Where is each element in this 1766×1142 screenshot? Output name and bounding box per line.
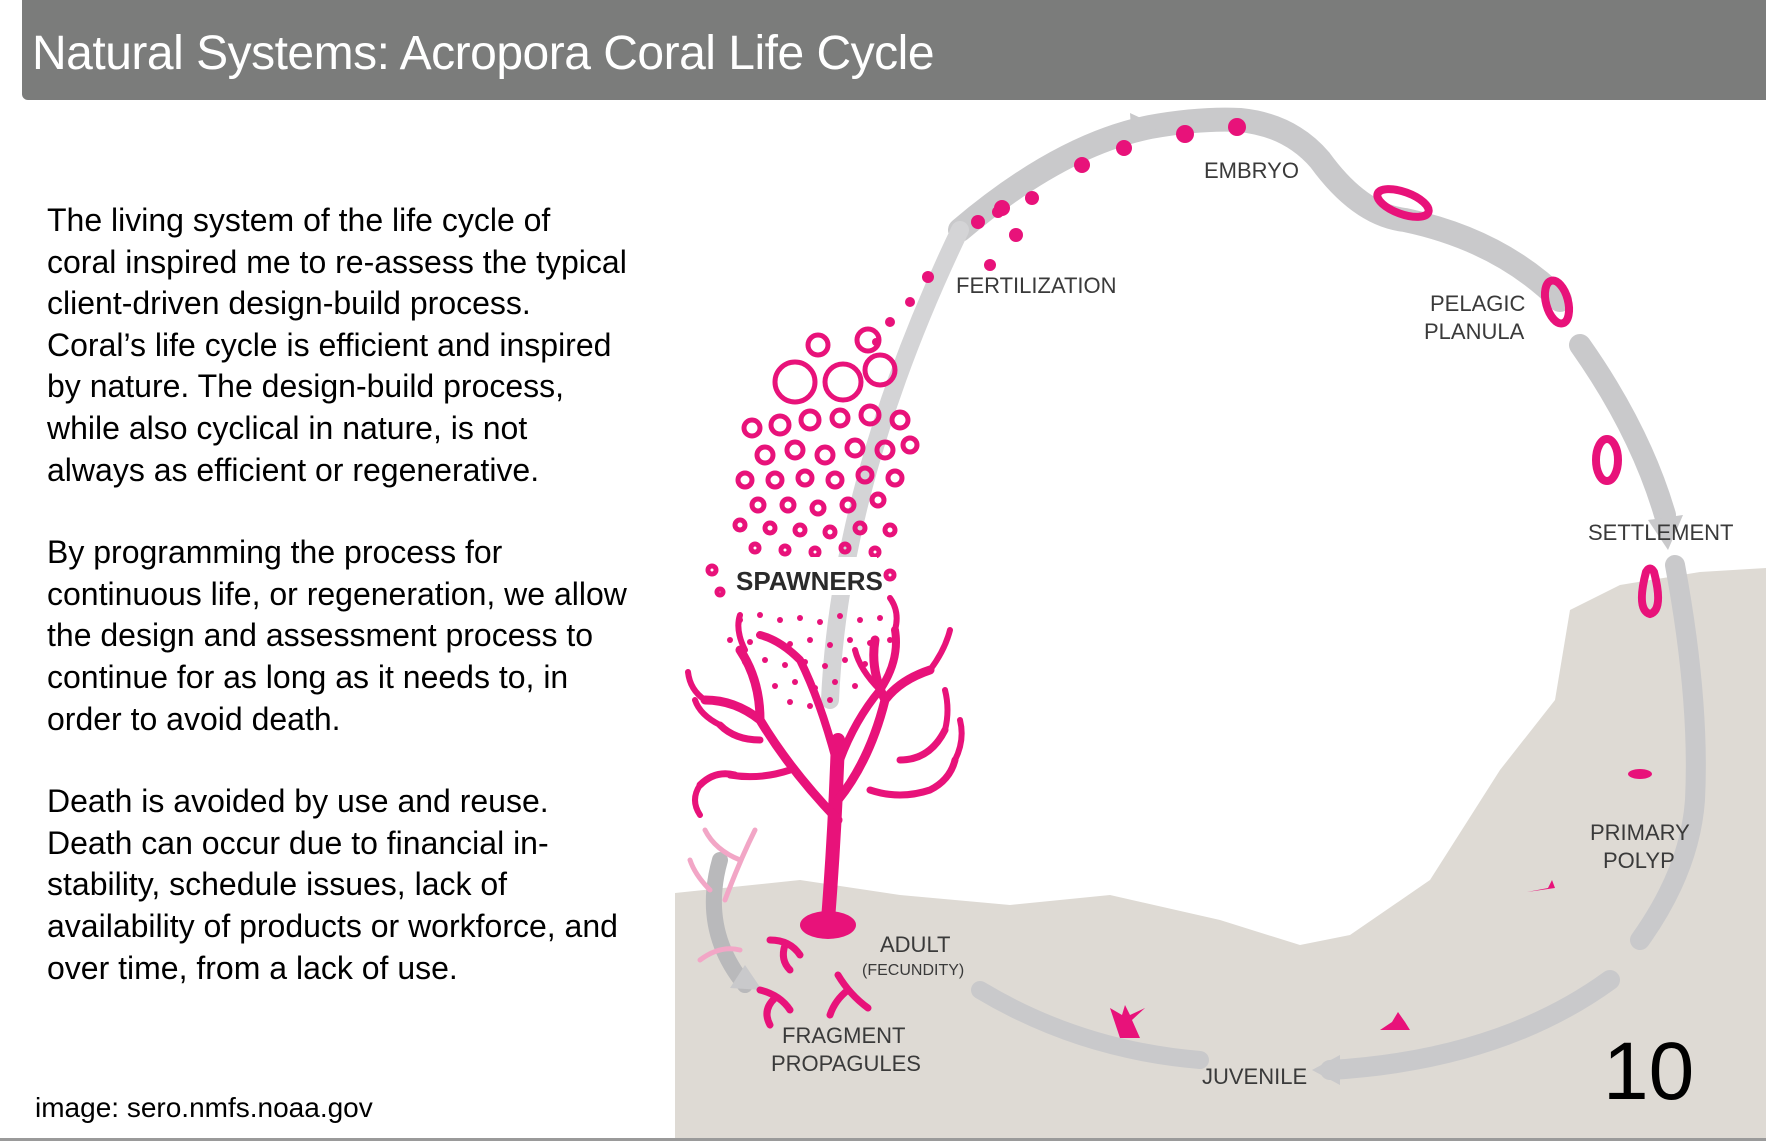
seabed xyxy=(675,568,1766,1138)
image-credit: image: sero.nmfs.noaa.gov xyxy=(35,1092,373,1123)
label-adult: ADULT xyxy=(880,932,951,957)
young-polyp-shape xyxy=(1527,880,1555,892)
spawners-label-box xyxy=(727,557,877,595)
planula-shapes xyxy=(1373,185,1622,485)
title-bar: Natural Systems: Acropora Coral Life Cyc… xyxy=(22,0,1766,100)
cycle-arrows xyxy=(705,107,1706,1080)
paragraph-3: Death is avoided by use and reuse. Death… xyxy=(47,783,618,986)
arrow-head-juvenile xyxy=(1312,1055,1340,1085)
arrow-head-fragment xyxy=(730,965,762,990)
fragment-propagules xyxy=(756,936,872,1029)
label-pelagic: PELAGIC xyxy=(1430,291,1525,316)
spawn-rings xyxy=(705,326,920,598)
spawn-bubbles xyxy=(872,118,1246,346)
arrow-spawn-rise xyxy=(821,221,969,709)
paragraph-1: The living system of the life cycle of c… xyxy=(47,202,627,488)
label-planula: PLANULA xyxy=(1424,319,1525,344)
coral-life-cycle-diagram: EMBRYO FERTILIZATION PELAGIC PLANULA SET… xyxy=(675,107,1766,1138)
arrow-polyp-juvenile xyxy=(1320,970,1620,1080)
primary-polyp-shape xyxy=(1628,769,1652,779)
juvenile-shape-1 xyxy=(1380,1012,1410,1030)
page-number: 10 xyxy=(1603,1026,1695,1117)
faded-coral xyxy=(687,827,758,963)
label-embryo: EMBRYO xyxy=(1204,158,1299,183)
paragraph-2: By programming the process for continuou… xyxy=(47,534,627,737)
drifting-planula-shape xyxy=(1592,435,1622,485)
embryo-shape xyxy=(1373,185,1433,221)
arrow-fragment xyxy=(705,852,753,993)
label-fertilization: FERTILIZATION xyxy=(956,273,1117,298)
arrow-heads xyxy=(730,113,1683,1085)
adult-coral xyxy=(685,595,965,927)
arrow-head-settlement xyxy=(1648,515,1683,550)
arrow-planula-settlement xyxy=(1569,334,1676,526)
arrow-juvenile-adult xyxy=(971,981,1209,1069)
label-spawners: SPAWNERS xyxy=(736,566,883,596)
label-primary: PRIMARY xyxy=(1590,820,1690,845)
arrow-settlement-polyp xyxy=(1630,555,1706,950)
label-fecundity: (FECUNDITY) xyxy=(862,962,964,979)
coral-base xyxy=(800,911,856,939)
spawn-dots xyxy=(727,612,893,709)
juvenile-shape-2 xyxy=(1110,1005,1145,1038)
pelagic-planula-shape xyxy=(1540,276,1574,328)
body-text: The living system of the life cycle of c… xyxy=(47,200,627,1030)
label-settlement: SETTLEMENT xyxy=(1588,520,1733,545)
label-polyp: POLYP xyxy=(1603,848,1675,873)
arrow-head-embryo xyxy=(1130,113,1160,142)
label-juvenile: JUVENILE xyxy=(1202,1064,1307,1089)
bottom-rule xyxy=(0,1138,1766,1141)
slide-title: Natural Systems: Acropora Coral Life Cyc… xyxy=(32,27,935,80)
label-fragment: FRAGMENT xyxy=(782,1023,905,1048)
settlement-shape xyxy=(1637,564,1663,619)
label-propagules: PROPAGULES xyxy=(771,1051,921,1076)
polyps xyxy=(1110,769,1652,1038)
arrow-fertilization-embryo xyxy=(948,107,1572,312)
